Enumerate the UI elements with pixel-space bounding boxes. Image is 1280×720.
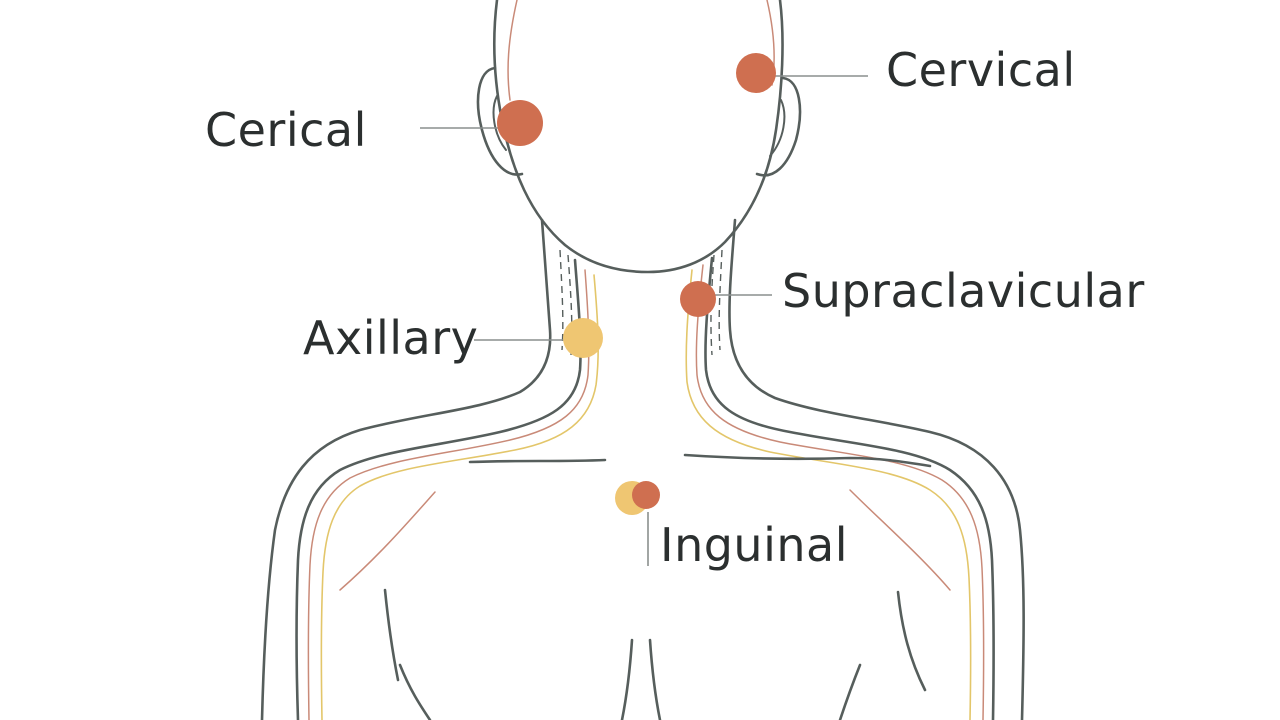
node-supraclavicular bbox=[680, 281, 716, 317]
shoulder-right-vessel-yellow bbox=[685, 269, 972, 720]
label-cervical-right: Cervical bbox=[886, 43, 1076, 97]
chest-right-vessel bbox=[849, 489, 951, 591]
neck-left-outline bbox=[260, 218, 552, 720]
neck-dash-left-1 bbox=[559, 249, 564, 351]
chest-left-vessel bbox=[339, 491, 436, 591]
shoulder-left-vessel-red bbox=[307, 269, 590, 720]
left-ear bbox=[476, 66, 524, 176]
label-inguinal: Inguinal bbox=[660, 518, 848, 572]
neck-right-outline bbox=[728, 218, 1025, 720]
shoulder-left-vessel-yellow bbox=[320, 274, 599, 720]
shoulder-right-line-2 bbox=[704, 256, 995, 720]
right-ear-inner bbox=[769, 99, 786, 157]
head-vessel-left bbox=[507, 0, 518, 101]
chest-left-line bbox=[383, 588, 400, 682]
collarbone-left bbox=[468, 458, 607, 464]
node-cervical-left bbox=[497, 100, 543, 146]
neck-dash-right-1 bbox=[718, 249, 723, 351]
label-cervical-left: Cerical bbox=[205, 103, 367, 157]
shoulder-right-vessel-red bbox=[695, 264, 985, 720]
sternum-right bbox=[648, 638, 662, 720]
label-supraclavicular: Supraclavicular bbox=[782, 264, 1145, 318]
node-cervical-right bbox=[736, 53, 776, 93]
node-axillary bbox=[563, 318, 603, 358]
chest-right-line bbox=[896, 590, 927, 692]
chest-right-pec bbox=[838, 663, 862, 720]
node-inguinal-red bbox=[632, 481, 660, 509]
chest-left-pec bbox=[398, 663, 432, 720]
shoulder-left-line-2 bbox=[295, 258, 582, 720]
sternum-left bbox=[620, 638, 634, 720]
left-ear-inner bbox=[492, 95, 507, 151]
collarbone-right bbox=[683, 453, 932, 468]
label-axillary: Axillary bbox=[303, 311, 479, 365]
right-ear bbox=[755, 76, 802, 177]
